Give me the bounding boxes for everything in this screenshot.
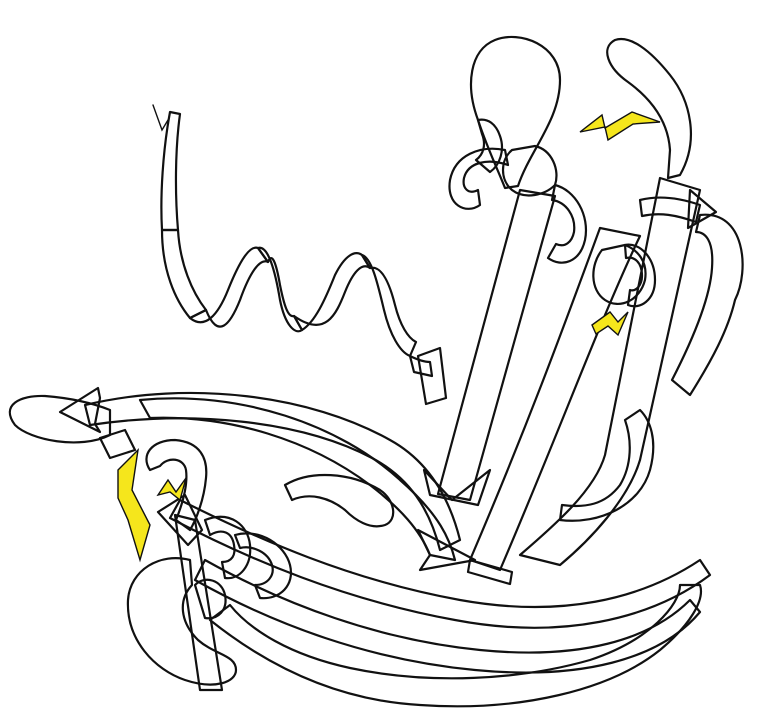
beta-strand-b5 — [640, 198, 700, 222]
beta-strand-a4 — [100, 430, 135, 458]
beta-strand-a1 — [438, 190, 555, 500]
coil-loops — [10, 37, 743, 706]
beta-sheet-b — [60, 190, 716, 690]
helix-turn — [190, 248, 268, 327]
helix-coil-mid — [548, 185, 586, 263]
n-terminal-tail — [161, 112, 180, 230]
disulfide-bond-left — [118, 450, 150, 560]
disulfide-bond-mid — [592, 312, 628, 335]
helix-turn-back — [362, 255, 416, 356]
coil-loop-right — [672, 215, 743, 395]
coil-loop-bottom-band — [210, 585, 701, 706]
beta-strand-a1-arrowhead — [424, 470, 490, 505]
coil-ring-top — [503, 146, 556, 195]
disulfide-bond-top — [580, 112, 660, 140]
coil-loop-top-right — [607, 39, 691, 178]
helix-connector-top — [476, 120, 502, 172]
coil-ring-right — [593, 245, 645, 304]
c-terminal-rod — [468, 560, 512, 584]
disulfide-bonds — [118, 112, 660, 560]
coil-loop-bottom-left — [128, 558, 236, 684]
n-terminal-arrow — [153, 105, 168, 130]
helix-segment-tail — [162, 230, 206, 318]
n-terminal-helix-region — [153, 105, 432, 376]
helix-turn — [294, 253, 370, 330]
helix-coil-lower — [285, 475, 393, 526]
coil-loop-top-center — [471, 37, 560, 188]
coil-loop-center-left — [146, 440, 206, 530]
